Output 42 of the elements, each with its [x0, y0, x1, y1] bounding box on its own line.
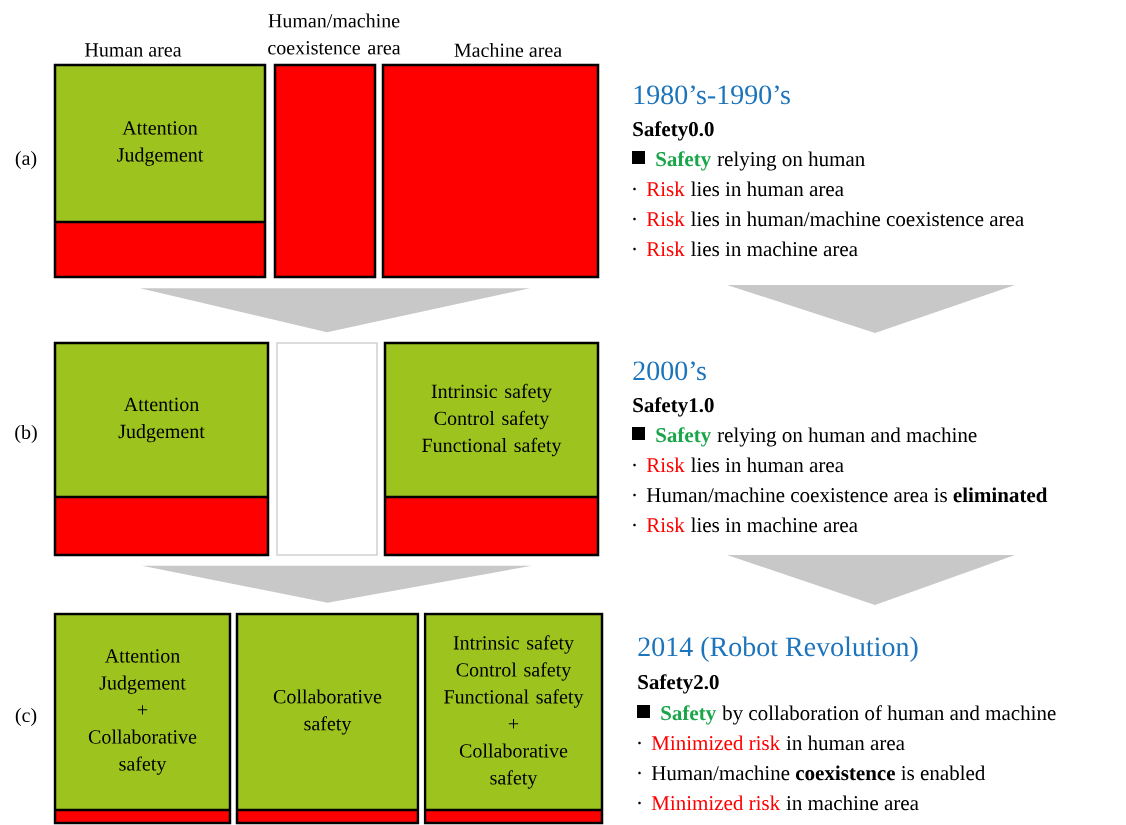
highlighted-text: Risk — [646, 181, 685, 197]
area-box: Attention Judgement + Collaborative safety — [53, 612, 232, 825]
list-text: Human/machine coexistence is enabled — [651, 765, 986, 781]
list-text: relying on human and machine — [717, 427, 977, 447]
list-text: lies in machine area — [691, 241, 858, 257]
era-heading: 2000’s — [633, 361, 706, 381]
list-text: lies in human area — [691, 457, 844, 473]
safety-title: Safety1.0 — [633, 397, 714, 417]
column-header: Human/machine coexistence area — [268, 13, 401, 55]
highlighted-text: Safety — [656, 427, 711, 447]
safety-title: Safety2.0 — [638, 674, 719, 694]
area-box: Intrinsic safety Control safety Functional safety — [383, 341, 600, 557]
list-text: lies in machine area — [691, 517, 858, 533]
list-text: by collaboration of human and machine — [722, 705, 1056, 725]
era-heading: 2014 (Robot Revolution) — [638, 636, 918, 662]
safety-title: Safety0.0 — [633, 121, 714, 141]
list-text: in human area — [786, 735, 905, 751]
list-text: lies in human/machine coexistence area — [691, 211, 1024, 227]
area-box — [273, 63, 377, 279]
list-text: lies in human area — [691, 181, 844, 197]
row-label: (a) — [15, 150, 37, 170]
era-heading: 1980’s-1990’s — [634, 85, 790, 105]
highlighted-text: Risk — [646, 241, 685, 257]
list-text: relying on human — [717, 151, 865, 171]
highlighted-text: Minimized risk — [651, 795, 781, 811]
highlighted-text: Risk — [646, 211, 685, 227]
highlighted-text: Safety — [661, 705, 716, 725]
area-box: Attention Judgement — [53, 63, 267, 279]
highlighted-text: Minimized risk — [651, 735, 781, 751]
chevron-arrow — [140, 288, 530, 333]
row-label: (b) — [15, 424, 37, 444]
highlighted-text: Risk — [646, 517, 685, 533]
area-box: Attention Judgement — [53, 341, 270, 557]
area-box: Collaborative safety — [235, 612, 420, 825]
list-text: Human/machine coexistence area is eliminated — [646, 487, 1048, 503]
row-label: (c) — [15, 707, 37, 727]
area-box: Intrinsic safety Control safety Functional safety + Collaborative safety — [423, 612, 604, 825]
area-box — [381, 63, 600, 279]
area-box — [276, 342, 378, 556]
list-text: in machine area — [786, 795, 919, 811]
highlighted-text: Risk — [646, 457, 685, 473]
highlighted-text: Safety — [656, 151, 711, 171]
